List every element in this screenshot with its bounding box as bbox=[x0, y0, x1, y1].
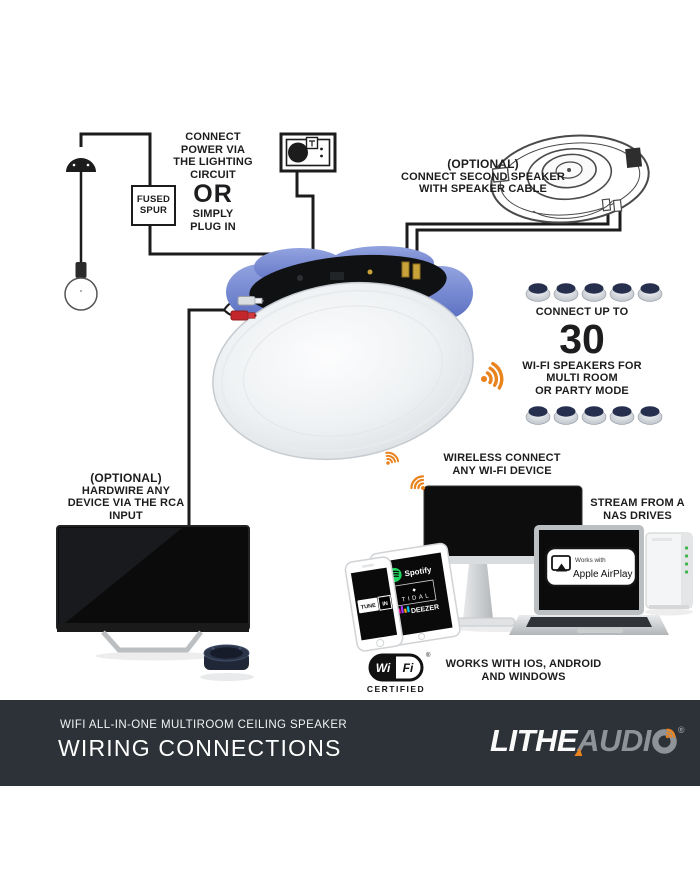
brand-logo: LITHEAUDI ® bbox=[490, 723, 684, 761]
note-line: OR PARTY MODE bbox=[535, 384, 629, 397]
wireless-note: WIRELESS CONNECT ANY WI-FI DEVICE bbox=[422, 452, 582, 477]
footer-title: WIRING CONNECTIONS bbox=[58, 735, 342, 761]
power-note: CONNECT POWER VIA THE LIGHTING CIRCUIT O… bbox=[148, 131, 278, 233]
macbook: Works with Apple AirPlay bbox=[509, 525, 669, 635]
wiring-diagram-canvas: Spotify ◆ TIDAL DEEZER TUNE bbox=[56, 132, 693, 694]
os-note: WORKS WITH IOS, ANDROID AND WINDOWS bbox=[436, 658, 611, 683]
pendant-light-icon bbox=[64, 158, 98, 311]
note-line: SIMPLY bbox=[192, 208, 234, 220]
deezer-label: DEEZER bbox=[411, 604, 440, 615]
deezer-logo: DEEZER bbox=[397, 604, 440, 615]
smartphone: TUNE IN bbox=[344, 556, 404, 652]
wifi-certified-reg: ® bbox=[426, 652, 431, 659]
rca-note: (OPTIONAL) HARDWIRE ANY DEVICE VIA THE R… bbox=[50, 472, 202, 522]
speaker-grille bbox=[212, 281, 474, 461]
nas-drive bbox=[645, 532, 693, 616]
wifi-signal-icon bbox=[380, 449, 401, 470]
note-title: (OPTIONAL) bbox=[90, 471, 162, 485]
note-line: ANY WI-FI DEVICE bbox=[452, 464, 552, 477]
mini-speaker-row-top bbox=[525, 282, 663, 302]
note-line: INPUT bbox=[109, 509, 143, 522]
note-line: CIRCUIT bbox=[190, 168, 236, 181]
brand-triangle-icon bbox=[574, 748, 584, 756]
note-line: THE LIGHTING bbox=[173, 156, 253, 168]
note-line: PLUG IN bbox=[190, 220, 236, 233]
note-line: CONNECT bbox=[185, 131, 241, 143]
rca-plugs-icon bbox=[230, 296, 264, 321]
airplay-label: Apple AirPlay bbox=[573, 569, 632, 580]
note-line: POWER VIA bbox=[180, 143, 246, 156]
tv bbox=[56, 525, 250, 661]
note-line: AND WINDOWS bbox=[481, 670, 566, 683]
note-title: (OPTIONAL) bbox=[447, 157, 519, 171]
note-line: WITH SPEAKER CABLE bbox=[419, 183, 547, 195]
note-line: WI-FI SPEAKERS FOR bbox=[522, 359, 642, 372]
speaker-terminal bbox=[401, 261, 410, 278]
note-line: SPUR bbox=[139, 204, 168, 216]
second-speaker-illustration bbox=[490, 134, 650, 224]
airplay-badge: Works with Apple AirPlay bbox=[544, 546, 638, 588]
ceiling-speaker-photo bbox=[212, 246, 474, 461]
note-line: CONNECT SECOND SPEAKER bbox=[400, 170, 566, 183]
tunein-tune-label: TUNE bbox=[361, 603, 377, 611]
note-line: CONNECT UP TO bbox=[535, 306, 629, 318]
mini-speaker-row-bottom bbox=[525, 405, 663, 425]
wifi-certified-wi: Wi bbox=[376, 661, 391, 675]
footer-subtitle: WIFI ALL-IN-ONE MULTIROOM CEILING SPEAKE… bbox=[60, 719, 348, 731]
svg-text:◆: ◆ bbox=[412, 587, 417, 593]
tidal-logo: ◆ TIDAL bbox=[392, 579, 437, 607]
note-line: NAS DRIVES bbox=[603, 509, 672, 522]
note-line: WIRELESS CONNECT bbox=[443, 452, 561, 464]
wifi-certified-label: CERTIFIED bbox=[367, 684, 425, 694]
note-line: FUSED bbox=[136, 194, 171, 205]
brand-o-wifi-icon bbox=[652, 728, 677, 754]
wifi-certified-logo: Wi Fi ® CERTIFIED bbox=[367, 652, 431, 694]
tunein-in-label: IN bbox=[382, 601, 388, 608]
speaker-terminal bbox=[412, 263, 421, 280]
wifi-certified-fi: Fi bbox=[403, 661, 414, 675]
nas-note: STREAM FROM A NAS DRIVES bbox=[580, 497, 695, 522]
fused-spur-box: FUSED SPUR bbox=[131, 185, 176, 226]
speaker-count: 30 bbox=[559, 315, 605, 362]
airplay-works-with: Works with bbox=[575, 557, 606, 564]
spotify-label: Spotify bbox=[404, 565, 433, 578]
second-speaker-note: (OPTIONAL) CONNECT SECOND SPEAKER WITH S… bbox=[388, 158, 578, 196]
wall-socket-icon bbox=[279, 132, 337, 173]
multiroom-note: CONNECT UP TO 30 WI-FI SPEAKERS FOR MULT… bbox=[512, 306, 652, 397]
brand-audi: AUDI bbox=[577, 723, 651, 758]
brand-lithe: LITHE bbox=[490, 723, 578, 758]
tunein-logo: TUNE IN bbox=[357, 594, 393, 614]
footer-bar: WIFI ALL-IN-ONE MULTIROOM CEILING SPEAKE… bbox=[0, 700, 700, 786]
echo-dot bbox=[200, 644, 254, 681]
note-line: HARDWIRE ANY bbox=[81, 484, 171, 497]
tidal-label: TIDAL bbox=[401, 593, 431, 604]
note-line: DEVICE VIA THE RCA bbox=[67, 497, 185, 509]
note-line: WORKS WITH IOS, ANDROID bbox=[445, 658, 602, 670]
note-line: MULTI ROOM bbox=[546, 372, 618, 384]
wifi-signal-icon bbox=[476, 360, 507, 394]
note-or: OR bbox=[193, 180, 233, 208]
brand-registered-mark: ® bbox=[677, 725, 685, 735]
note-line: STREAM FROM A bbox=[590, 497, 685, 509]
